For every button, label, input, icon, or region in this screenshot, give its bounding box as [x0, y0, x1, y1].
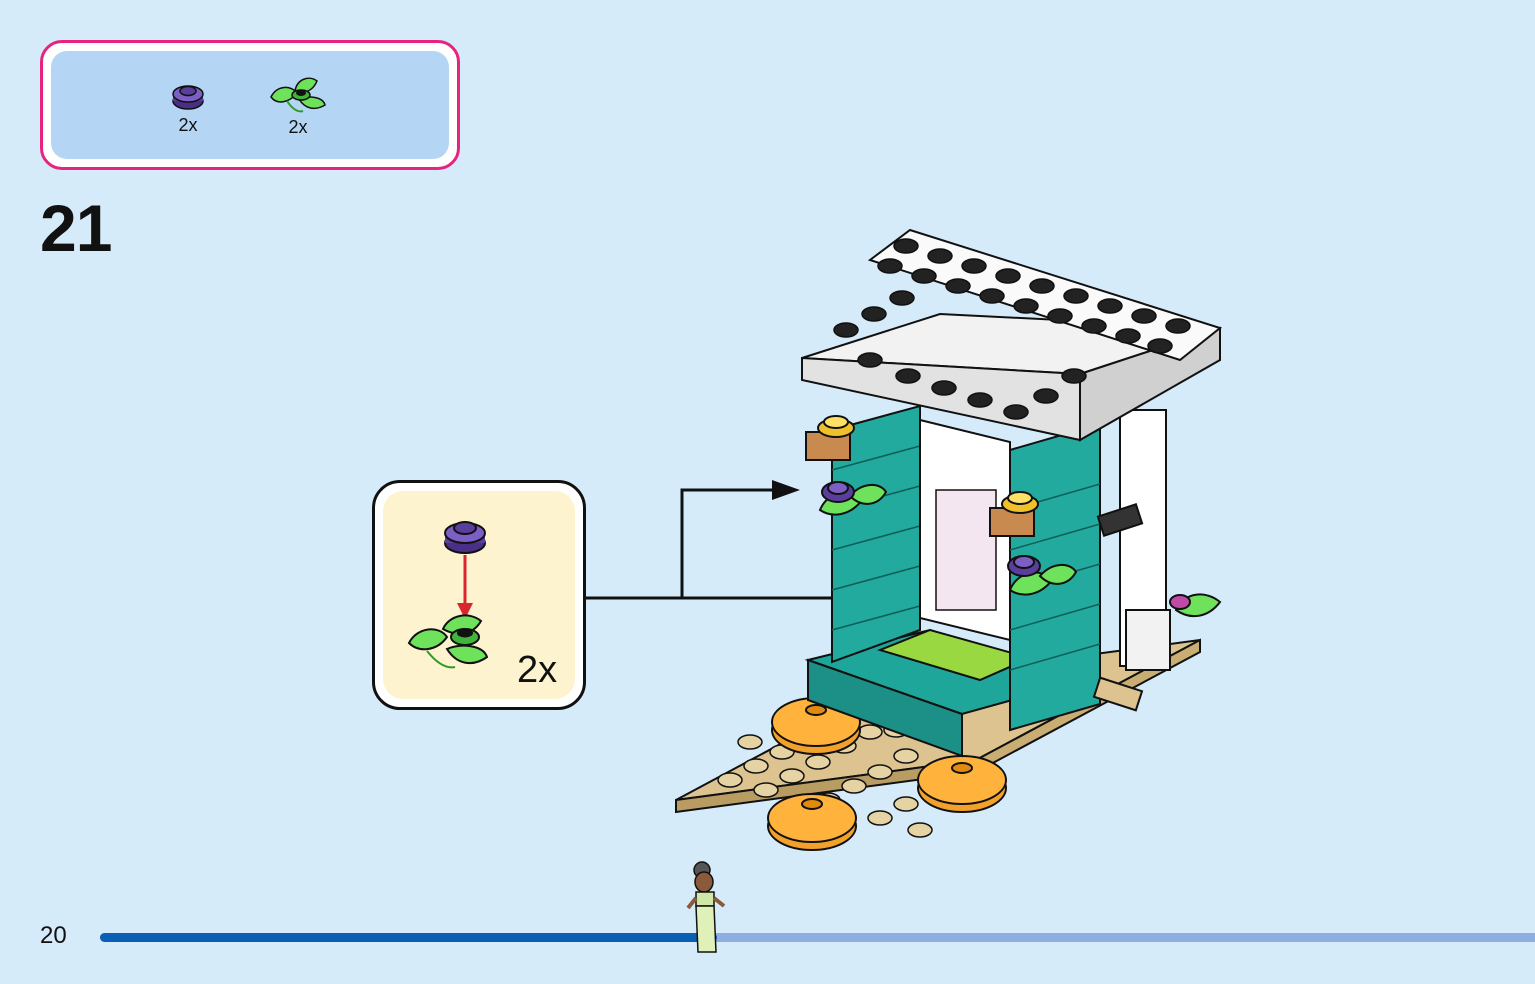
- sub-assembly-quantity: 2x: [517, 649, 558, 691]
- parts-list-item: 2x: [263, 73, 333, 138]
- purple-round-plate-icon: [172, 85, 204, 110]
- part-quantity: 2x: [288, 117, 308, 137]
- page-number: 20: [40, 922, 67, 949]
- parts-list-item: 2x: [153, 79, 223, 136]
- progress-bar: [100, 933, 1535, 942]
- sub-assembly-callout: 2x: [372, 480, 586, 710]
- parts-list-inner: 2x 2x: [51, 51, 449, 159]
- part-quantity: 2x: [178, 115, 198, 135]
- green-leaf-piece-icon: [270, 77, 326, 113]
- sub-assembly-inner: 2x: [383, 491, 575, 699]
- step-number: 21: [40, 191, 112, 265]
- progress-bar-fill: [100, 933, 718, 942]
- princess-figure-icon: [686, 861, 726, 953]
- model-illustration: [675, 228, 1223, 851]
- sub-assembly-illustration: [407, 521, 489, 669]
- parts-list-box: 2x 2x: [40, 40, 460, 170]
